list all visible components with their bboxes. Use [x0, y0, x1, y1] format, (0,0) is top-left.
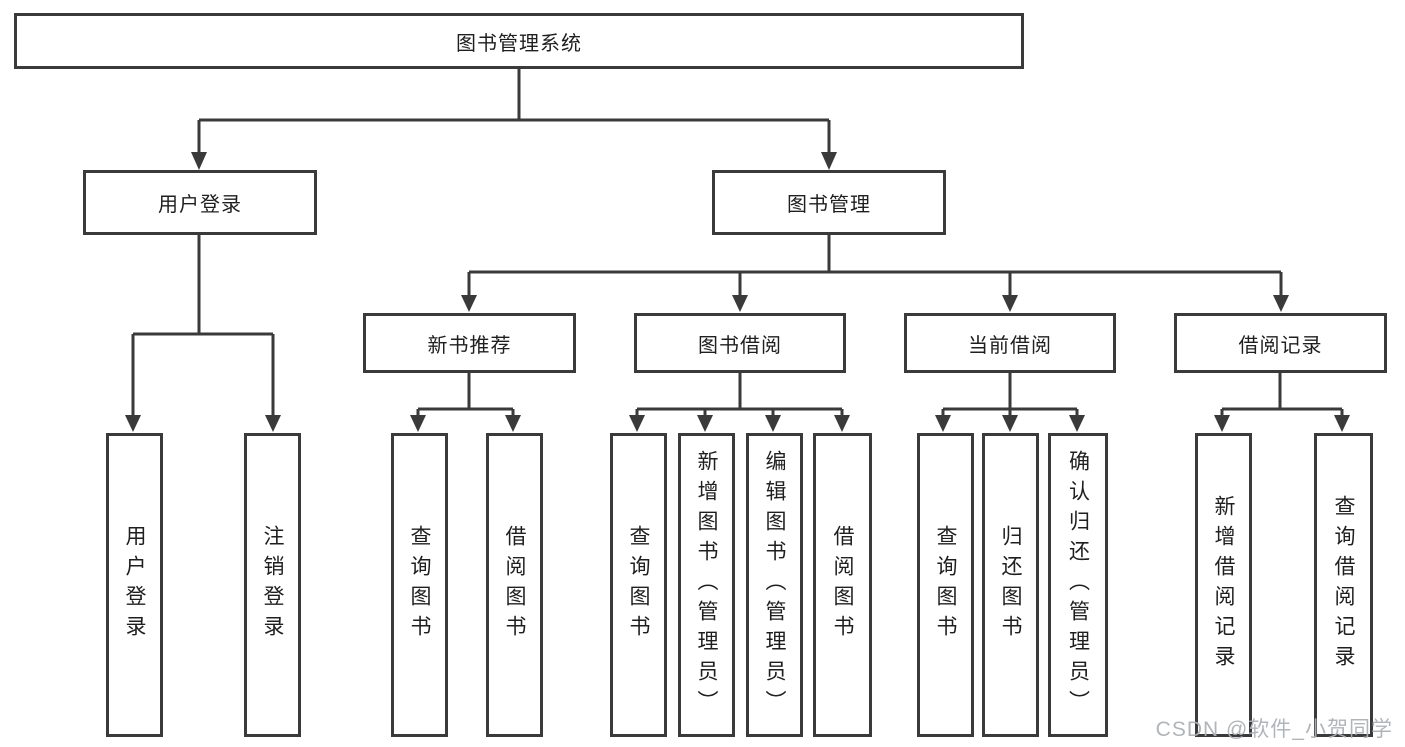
node-label: 图书管理系统: [456, 32, 582, 55]
leaf-user-login: 用户登录: [106, 433, 163, 737]
leaf-borrow-books: 借阅图书: [813, 433, 872, 737]
connector-lines: [131, 69, 1344, 416]
node-library-system: 图书管理系统: [14, 13, 1024, 69]
csdn-watermark: CSDN @软件_小贺同学: [1155, 718, 1393, 741]
node-label: 当前借阅: [968, 334, 1052, 357]
leaf-query-borrow-record: 查询借阅记录: [1314, 433, 1373, 737]
node-label: 新书推荐: [427, 334, 512, 357]
leaf-logout: 注销登录: [244, 433, 301, 737]
leaf-label: 借阅图书: [831, 525, 854, 645]
leaf-label: 归还图书: [999, 525, 1022, 645]
leaf-edit-books-admin: 编辑图书（管理员）: [746, 433, 803, 737]
node-label: 图书管理: [787, 194, 871, 216]
leaf-label: 确认归还（管理员）: [1066, 450, 1090, 720]
leaf-return-books: 归还图书: [982, 433, 1039, 737]
leaf-add-borrow-record: 新增借阅记录: [1195, 433, 1252, 737]
leaf-label: 借阅图书: [503, 525, 526, 645]
node-label: 用户登录: [158, 194, 242, 216]
node-borrow-record: 借阅记录: [1174, 313, 1387, 373]
leaf-label: 查询图书: [934, 525, 957, 645]
leaf-query-books-recommend: 查询图书: [391, 433, 448, 737]
leaf-label: 注销登录: [261, 525, 284, 645]
leaf-label: 新增借阅记录: [1212, 495, 1235, 675]
node-current-borrow: 当前借阅: [904, 313, 1116, 373]
leaf-label: 用户登录: [123, 525, 146, 645]
node-label: 借阅记录: [1238, 334, 1323, 357]
leaf-confirm-return-admin: 确认归还（管理员）: [1048, 433, 1108, 737]
node-label: 图书借阅: [698, 334, 782, 357]
leaf-label: 查询图书: [627, 525, 650, 645]
node-book-borrow: 图书借阅: [634, 313, 846, 373]
leaf-label: 新增图书（管理员）: [695, 450, 718, 720]
node-user-login: 用户登录: [83, 170, 317, 235]
leaf-label: 查询借阅记录: [1332, 495, 1355, 675]
leaf-label: 查询图书: [408, 525, 431, 645]
leaf-query-books-borrow: 查询图书: [610, 433, 667, 737]
node-new-book-recommend: 新书推荐: [363, 313, 576, 373]
leaf-add-books-admin: 新增图书（管理员）: [678, 433, 735, 737]
leaf-borrow-books-recommend: 借阅图书: [486, 433, 543, 737]
leaf-label: 编辑图书（管理员）: [763, 450, 786, 720]
leaf-query-books-current: 查询图书: [917, 433, 974, 737]
node-book-management: 图书管理: [712, 170, 946, 235]
